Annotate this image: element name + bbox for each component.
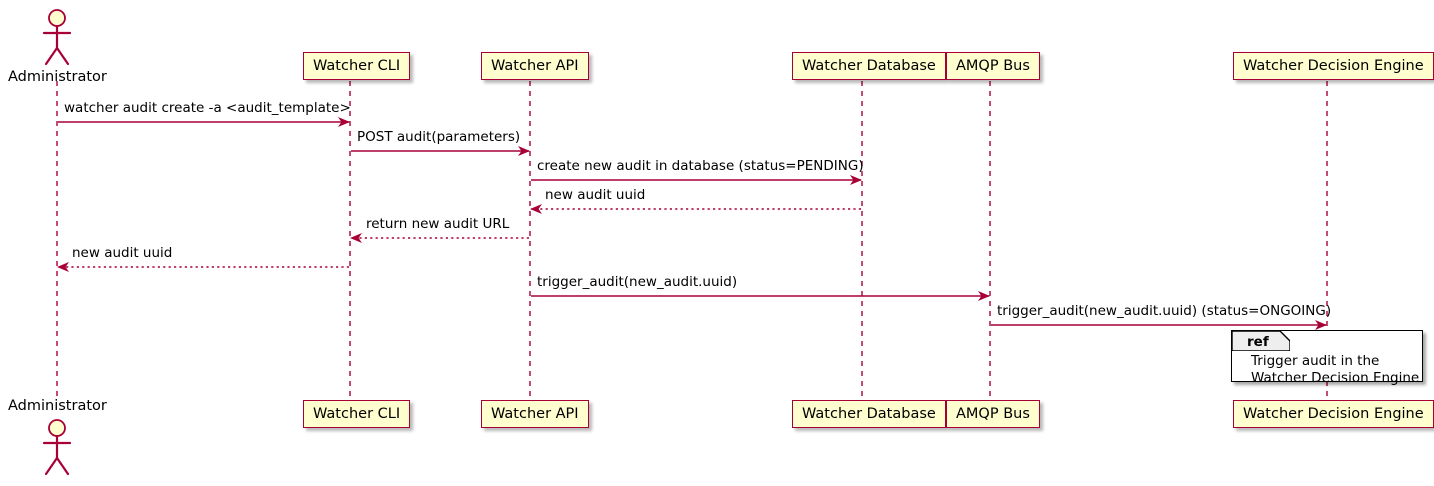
lifelines-group xyxy=(56,81,1328,399)
participant-box-watcher-api-top[interactable]: Watcher API xyxy=(481,52,589,80)
participant-box-amqp-bus-bottom[interactable]: AMQP Bus xyxy=(946,400,1040,428)
participant-box-watcher-database-bottom[interactable]: Watcher Database xyxy=(792,400,946,428)
participant-box-watcher-api-bottom[interactable]: Watcher API xyxy=(481,400,589,428)
message-label-return-new-audit-url: return new audit URL xyxy=(366,216,510,232)
message-label-trigger-audit: trigger_audit(new_audit.uuid) xyxy=(537,274,738,290)
actor-label-administrator-top: Administrator xyxy=(8,69,107,85)
participant-box-watcher-decision-engine-bottom[interactable]: Watcher Decision Engine xyxy=(1233,400,1434,428)
ref-fragment-box: ref Trigger audit in the Watcher Decisio… xyxy=(1231,330,1423,386)
participant-box-amqp-bus-top[interactable]: AMQP Bus xyxy=(946,52,1040,80)
message-label-new-audit-uuid-db: new audit uuid xyxy=(545,187,646,203)
actor-figure-administrator-bottom xyxy=(42,419,72,476)
participant-box-watcher-decision-engine-top[interactable]: Watcher Decision Engine xyxy=(1233,52,1434,80)
actor-label-administrator-bottom: Administrator xyxy=(8,398,107,414)
ref-fragment-tab-label: ref xyxy=(1247,334,1269,350)
ref-fragment-line-1: Trigger audit in the xyxy=(1251,353,1380,369)
participant-box-watcher-cli-bottom[interactable]: Watcher CLI xyxy=(303,400,411,428)
participant-box-watcher-database-top[interactable]: Watcher Database xyxy=(792,52,946,80)
message-label-post-audit: POST audit(parameters) xyxy=(357,129,521,145)
message-label-create-new-audit: create new audit in database (status=PEN… xyxy=(537,158,864,174)
actor-figure-administrator-top xyxy=(42,9,72,66)
message-arrows-group xyxy=(57,117,1327,330)
ref-fragment-line-2: Watcher Decision Engine xyxy=(1251,370,1420,386)
ref-tab-shape xyxy=(1232,331,1290,351)
participant-box-watcher-cli-top[interactable]: Watcher CLI xyxy=(303,52,411,80)
message-label-watcher-audit-create: watcher audit create -a <audit_template> xyxy=(64,100,351,116)
message-label-trigger-audit-ongoing: trigger_audit(new_audit.uuid) (status=ON… xyxy=(997,303,1332,319)
actor-figures-group xyxy=(42,9,72,476)
message-label-new-audit-uuid-cli: new audit uuid xyxy=(72,245,173,261)
